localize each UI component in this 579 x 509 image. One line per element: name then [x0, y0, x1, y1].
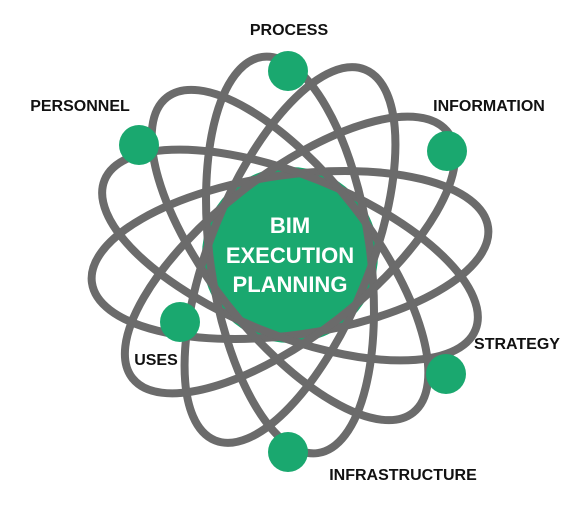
node-personnel — [119, 125, 159, 165]
node-uses — [160, 302, 200, 342]
node-information — [427, 131, 467, 171]
orbit-ellipse — [180, 63, 400, 447]
label-strategy: STRATEGY — [474, 336, 560, 353]
center-title-line-3: PLANNING — [233, 272, 348, 297]
center-title-line-1: BIM — [270, 213, 310, 238]
node-process — [268, 51, 308, 91]
label-infrastructure: INFRASTRUCTURE — [329, 467, 477, 484]
orbit-ellipse — [98, 145, 482, 365]
node-strategy — [426, 354, 466, 394]
node-infrastructure — [268, 432, 308, 472]
orbit-ellipse — [202, 52, 378, 458]
label-process: PROCESS — [250, 22, 329, 39]
center-core — [202, 167, 378, 343]
orbit-ellipse — [87, 167, 493, 343]
orbit-ellipse — [147, 85, 433, 425]
label-uses: USES — [134, 352, 178, 369]
center-title-line-2: EXECUTION — [226, 243, 354, 268]
label-information: INFORMATION — [433, 98, 545, 115]
label-personnel: PERSONNEL — [30, 98, 130, 115]
